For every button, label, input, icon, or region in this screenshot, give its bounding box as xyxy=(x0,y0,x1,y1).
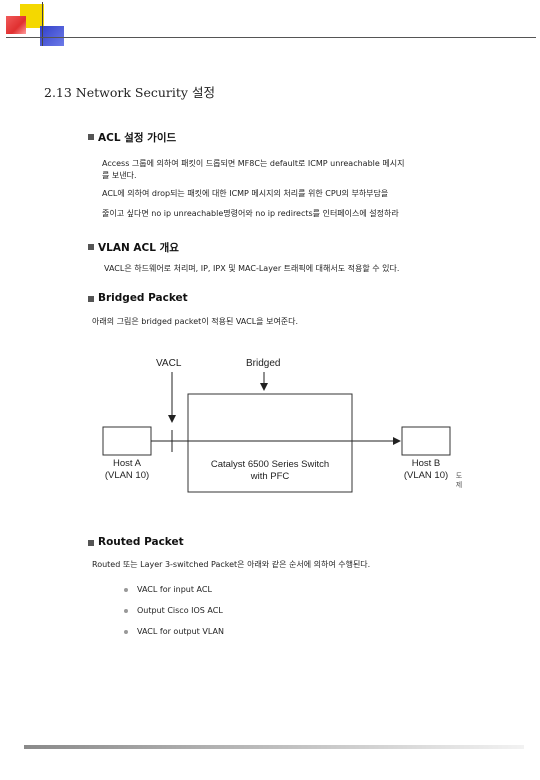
routed-line-1: Routed 또는 Layer 3-switched Packet은 아래와 같… xyxy=(92,560,371,569)
bridged-packet-diagram: VACL Bridged Host A (VLAN 10) Catalyst 6… xyxy=(102,358,451,493)
bullet-dot-icon xyxy=(124,630,128,634)
host-b-label: Host B xyxy=(412,458,441,469)
bullet-dot-icon xyxy=(124,609,128,613)
vlan-acl-line-1: VACL은 하드웨어로 처리며, IP, IPX 및 MAC-Layer 트래픽… xyxy=(104,264,400,273)
bullet-dot-icon xyxy=(124,588,128,592)
acl-guide-line-2: 를 보낸다. xyxy=(102,171,137,180)
host-b-box xyxy=(401,426,451,456)
routed-item-1: VACL for input ACL xyxy=(137,585,212,594)
page-title: 2.13 Network Security 설정 xyxy=(44,85,215,100)
footer-bar xyxy=(24,745,524,749)
switch-box xyxy=(187,393,353,493)
bridged-heading: Bridged Packet xyxy=(98,292,188,304)
host-b-vlan: (VLAN 10) xyxy=(404,470,448,481)
figure-stamp: 도제 xyxy=(455,472,463,489)
host-a-vlan: (VLAN 10) xyxy=(105,470,149,481)
bullet-square-icon xyxy=(88,296,94,302)
routed-heading: Routed Packet xyxy=(98,536,184,548)
acl-guide-heading: ACL 설정 가이드 xyxy=(98,132,177,144)
bridged-line-1: 아래의 그림은 bridged packet이 적용된 VACL을 보여준다. xyxy=(92,317,299,326)
routed-item-2: Output Cisco IOS ACL xyxy=(137,606,223,615)
decor-vertical-line xyxy=(42,2,43,46)
bullet-square-icon xyxy=(88,540,94,546)
host-a-box xyxy=(102,426,152,456)
bridged-label: Bridged xyxy=(246,358,280,369)
switch-label: Catalyst 6500 Series Switch xyxy=(211,459,329,470)
bullet-square-icon xyxy=(88,244,94,250)
acl-guide-line-1: Access 그룹에 의하여 패킷이 드롭되면 MF8C는 default로 I… xyxy=(102,159,405,168)
switch-pfc-label: with PFC xyxy=(250,471,290,482)
vacl-label: VACL xyxy=(156,358,182,369)
header-rule xyxy=(6,37,536,38)
acl-guide-line-3: ACL에 의하여 drop되는 패킷에 대한 ICMP 메시지의 처리를 위한 … xyxy=(102,189,389,198)
bullet-square-icon xyxy=(88,134,94,140)
acl-guide-line-4: 줄이고 싶다면 no ip unreachable명령어와 no ip redi… xyxy=(102,209,399,218)
host-a-label: Host A xyxy=(113,458,142,469)
decor-red-square xyxy=(6,16,26,34)
decor-blue-square xyxy=(40,26,64,46)
vlan-acl-heading: VLAN ACL 개요 xyxy=(98,242,179,254)
routed-item-3: VACL for output VLAN xyxy=(137,627,224,636)
